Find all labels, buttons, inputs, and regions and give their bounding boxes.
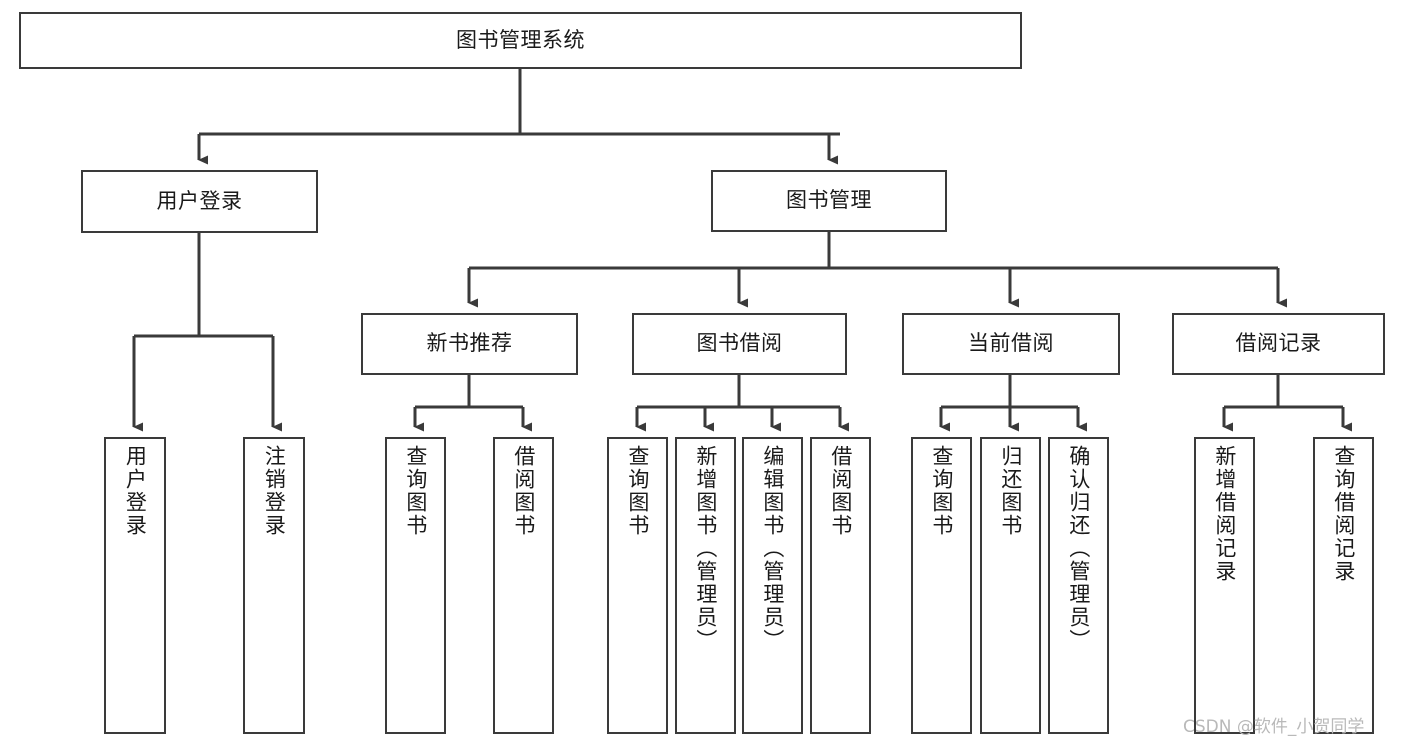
node-user-login-label: 用户登录 <box>156 188 243 213</box>
leaf-borrow-borrow-book-label: 借阅图书 <box>828 445 853 537</box>
leaf-recommend-borrow-book[interactable]: 借阅图书 <box>493 437 554 734</box>
leaf-borrow-edit-book-admin-label: 编辑图书（管理员） <box>760 445 785 652</box>
leaf-borrow-add-book-admin[interactable]: 新增图书（管理员） <box>675 437 736 734</box>
leaf-borrow-add-book-admin-label: 新增图书（管理员） <box>693 445 718 652</box>
leaf-borrow-edit-book-admin[interactable]: 编辑图书（管理员） <box>742 437 803 734</box>
leaf-current-query-book-label: 查询图书 <box>929 445 954 537</box>
leaf-record-add-record[interactable]: 新增借阅记录 <box>1194 437 1255 734</box>
leaf-current-confirm-return-admin-label: 确认归还（管理员） <box>1066 445 1091 652</box>
node-user-login[interactable]: 用户登录 <box>81 170 318 233</box>
node-borrow-record-label: 借阅记录 <box>1235 331 1322 356</box>
leaf-user-login-signin-label: 用户登录 <box>123 445 148 537</box>
node-new-book-recommend-label: 新书推荐 <box>426 331 513 356</box>
leaf-borrow-query-book-label: 查询图书 <box>625 445 650 537</box>
node-root-label: 图书管理系统 <box>456 27 585 52</box>
node-book-management-label: 图书管理 <box>786 188 872 213</box>
leaf-user-login-signin[interactable]: 用户登录 <box>104 437 166 734</box>
leaf-user-login-signout-label: 注销登录 <box>262 445 287 537</box>
leaf-current-return-book[interactable]: 归还图书 <box>980 437 1041 734</box>
node-book-management[interactable]: 图书管理 <box>711 170 947 232</box>
node-book-borrow-label: 图书借阅 <box>696 331 783 356</box>
node-new-book-recommend[interactable]: 新书推荐 <box>361 313 578 375</box>
leaf-borrow-borrow-book[interactable]: 借阅图书 <box>810 437 871 734</box>
leaf-record-query-record[interactable]: 查询借阅记录 <box>1313 437 1374 734</box>
leaf-current-return-book-label: 归还图书 <box>998 445 1023 537</box>
leaf-current-query-book[interactable]: 查询图书 <box>911 437 972 734</box>
leaf-current-confirm-return-admin[interactable]: 确认归还（管理员） <box>1048 437 1109 734</box>
node-book-borrow[interactable]: 图书借阅 <box>632 313 847 375</box>
leaf-borrow-query-book[interactable]: 查询图书 <box>607 437 668 734</box>
node-borrow-record[interactable]: 借阅记录 <box>1172 313 1385 375</box>
csdn-watermark: CSDN @软件_小贺同学 <box>1183 717 1365 737</box>
node-current-borrow[interactable]: 当前借阅 <box>902 313 1120 375</box>
leaf-record-query-record-label: 查询借阅记录 <box>1331 445 1356 583</box>
node-root[interactable]: 图书管理系统 <box>19 12 1022 69</box>
leaf-recommend-query-book[interactable]: 查询图书 <box>385 437 446 734</box>
leaf-recommend-query-book-label: 查询图书 <box>403 445 428 537</box>
node-current-borrow-label: 当前借阅 <box>968 331 1054 356</box>
leaf-record-add-record-label: 新增借阅记录 <box>1212 445 1237 583</box>
leaf-recommend-borrow-book-label: 借阅图书 <box>511 445 536 537</box>
leaf-user-login-signout[interactable]: 注销登录 <box>243 437 305 734</box>
